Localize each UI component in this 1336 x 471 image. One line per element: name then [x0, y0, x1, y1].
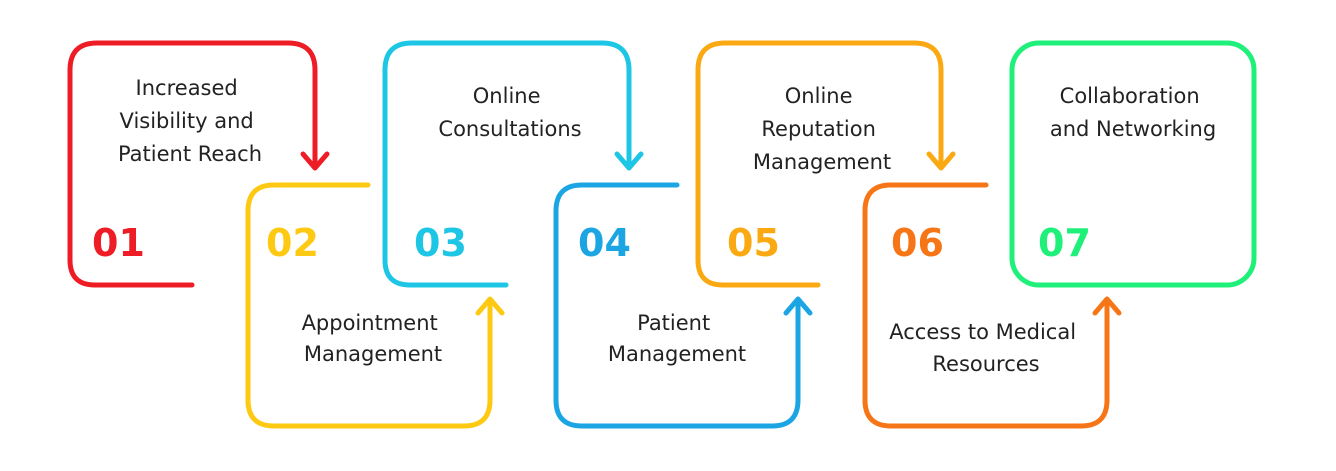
step-03-outline [382, 40, 632, 288]
step-05: Online Reputation Management 05 [695, 40, 956, 288]
step-01-text-line-3: Patient Reach [118, 142, 262, 166]
step-05-text-line-1: Online [785, 84, 853, 108]
step-06-text-line-1: Access to Medical [889, 320, 1076, 344]
step-07-outline [1009, 40, 1257, 288]
step-02: Appointment Management 02 [245, 182, 505, 429]
step-04-outline [553, 182, 801, 429]
step-01: Increased Visibility and Patient Reach 0… [67, 40, 330, 288]
svg-text:Appointment Management: Appointment Management [302, 311, 445, 366]
step-01-text-line-1: Increased [136, 76, 238, 100]
step-05-arrow-down-icon [926, 151, 956, 171]
step-06: Access to Medical Resources 06 [862, 182, 1122, 429]
step-01-number: 01 [92, 221, 145, 265]
step-06-outline [862, 182, 1110, 429]
step-05-text-line-3: Management [753, 150, 891, 174]
step-02-arrow-up-icon [475, 296, 505, 316]
step-01-text-line-2: Visibility and [120, 109, 254, 133]
step-06-number: 06 [891, 221, 944, 265]
step-03-number: 03 [414, 221, 467, 265]
step-03-arrow-down-icon [614, 151, 644, 171]
step-07-number: 07 [1038, 221, 1091, 265]
step-04: Patient Management 04 [553, 182, 813, 429]
svg-text:Patient Management: Patient Management [608, 311, 746, 366]
step-03-text-line-1: Online [473, 84, 541, 108]
step-04-text-line-2: Management [608, 342, 746, 366]
step-04-text-line-1: Patient [637, 311, 710, 335]
step-01-outline [67, 40, 318, 288]
step-02-text-line-1: Appointment [302, 311, 438, 335]
step-05-text-line-2: Reputation [761, 117, 876, 141]
step-02-text-line-2: Management [304, 342, 442, 366]
step-01-arrow-down-icon [300, 151, 330, 171]
svg-text:Access to Medical Resour: Access to Medical Resources [889, 320, 1082, 376]
step-05-outline [695, 40, 944, 288]
svg-text:Online Consultations: Online Consultations [438, 84, 581, 141]
step-07-text-line-1: Collaboration [1060, 84, 1200, 108]
step-07-text-line-2: and Networking [1050, 117, 1216, 141]
step-07: Collaboration and Networking 07 [1009, 40, 1257, 288]
svg-text:Increased Visibility and: Increased Visibility and Patient Reach [118, 76, 262, 166]
step-05-number: 05 [727, 221, 780, 265]
step-03-text-line-2: Consultations [438, 117, 581, 141]
step-02-outline [245, 182, 493, 429]
svg-text:Collaboration and Networ: Collaboration and Networking [1050, 84, 1216, 141]
svg-text:Online Reputation: Online Reputation Management [753, 84, 891, 174]
step-02-number: 02 [266, 221, 319, 265]
step-06-arrow-up-icon [1092, 296, 1122, 316]
step-04-arrow-up-icon [783, 296, 813, 316]
step-06-text-line-2: Resources [932, 352, 1039, 376]
step-03: Online Consultations 03 [382, 40, 644, 288]
step-04-number: 04 [578, 221, 631, 265]
